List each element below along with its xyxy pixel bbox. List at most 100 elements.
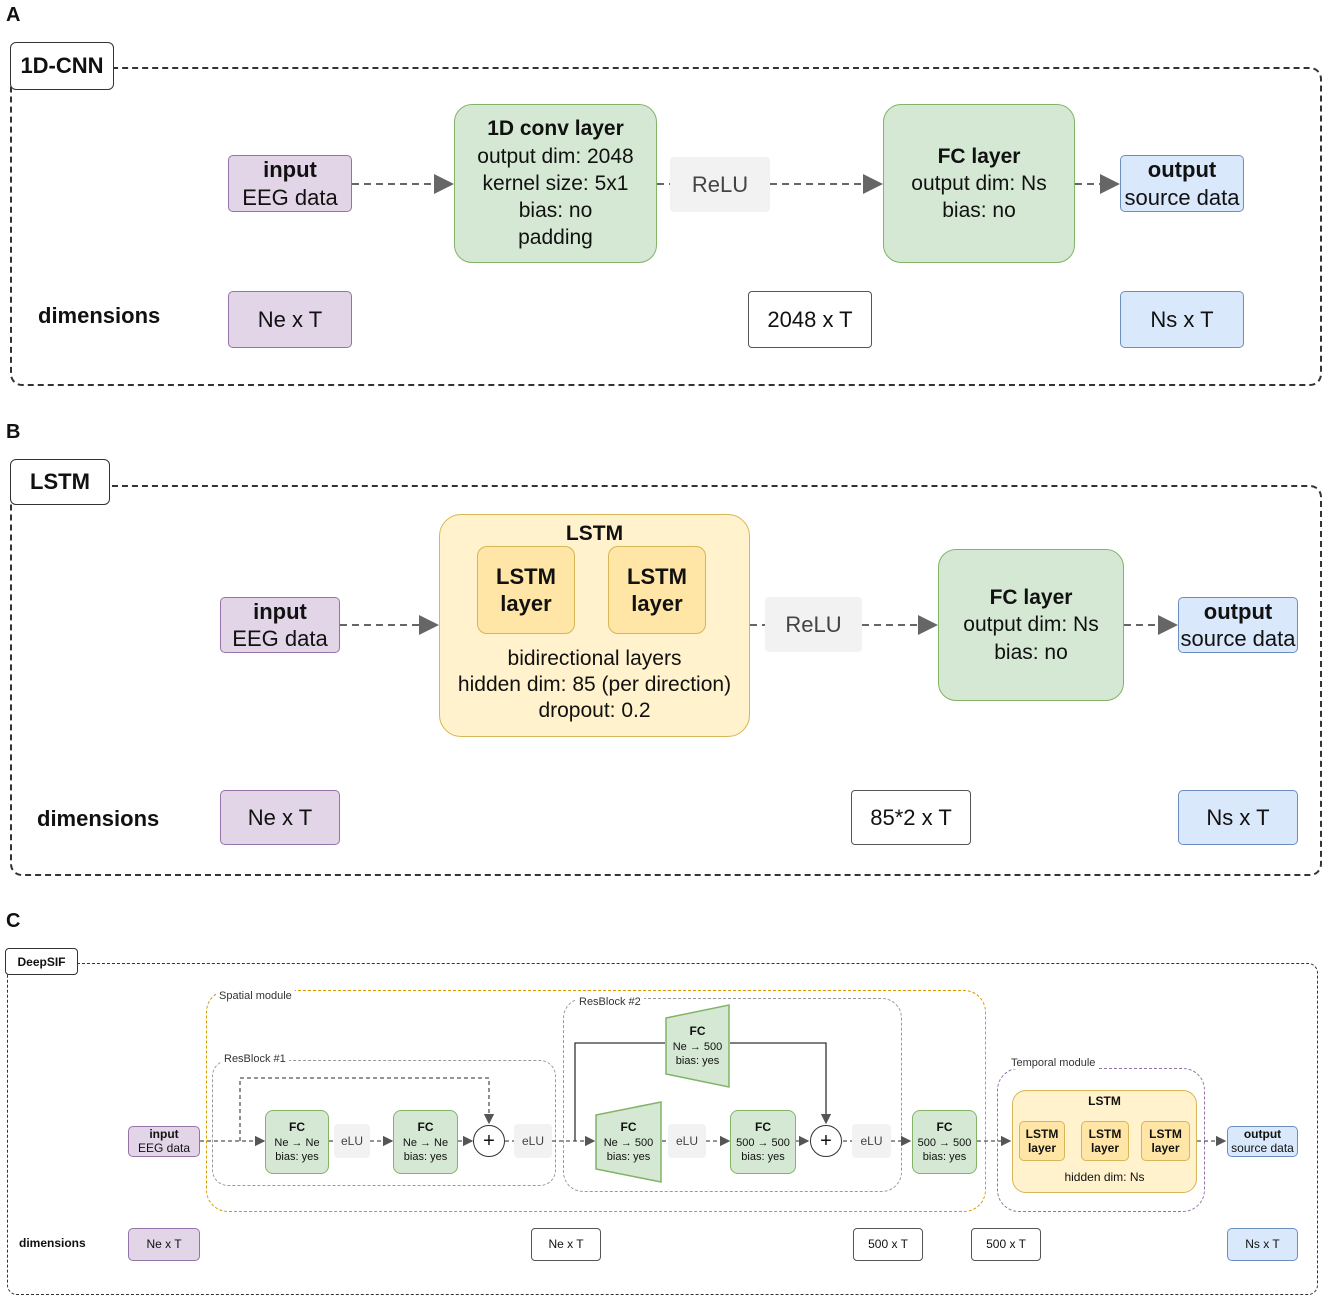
deepsif-fc4-title: FC: [755, 1119, 771, 1134]
deepsif-elu-4: eLU: [852, 1124, 891, 1158]
deepsif-elu-1: eLU: [334, 1124, 370, 1158]
cnn-conv-l3: bias: no: [518, 199, 593, 223]
cnn-conv-title: 1D conv layer: [487, 117, 624, 141]
deepsif-fc-skip-l1: Ne → 500: [672, 1040, 723, 1053]
cnn-input-title: input: [263, 157, 317, 182]
lstm-detail-3: dropout: 0.2: [538, 699, 651, 723]
cnn-conv-l4: padding: [518, 226, 593, 250]
lstm-layer-1: LSTM layer: [477, 546, 575, 634]
deepsif-dim-input: Ne x T: [128, 1228, 200, 1261]
deepsif-input-title: input: [149, 1126, 179, 1141]
cnn-fc-box: FC layer output dim: Ns bias: no: [883, 104, 1075, 263]
deepsif-lstm-title: LSTM: [1088, 1094, 1121, 1108]
cnn-output-sub: source data: [1124, 184, 1240, 210]
deepsif-fc-skip-title: FC: [689, 1023, 706, 1038]
resblock1-frame: [212, 1060, 556, 1186]
deepsif-add-2: +: [810, 1125, 842, 1157]
temporal-module-label: Temporal module: [1008, 1057, 1099, 1069]
lstm-output-title: output: [1203, 598, 1273, 624]
deepsif-output-box: output source data: [1227, 1126, 1298, 1157]
deepsif-fc3-l2: bias: yes: [606, 1150, 651, 1163]
lstm-fc-box: FC layer output dim: Ns bias: no: [938, 549, 1124, 701]
cnn-fc-l2: bias: no: [942, 199, 1016, 223]
cnn-conv-l1: output dim: 2048: [477, 144, 634, 168]
deepsif-lstm-layer-1: LSTM layer: [1019, 1121, 1065, 1161]
panel-b-frame: [10, 485, 1322, 876]
deepsif-dim-resblock1: Ne x T: [531, 1228, 601, 1261]
deepsif-output-sub: source data: [1231, 1140, 1294, 1155]
deepsif-dim-resblock2: 500 x T: [853, 1228, 923, 1261]
deepsif-dim-output: Ns x T: [1227, 1228, 1298, 1261]
lstm-dimensions-label: dimensions: [37, 806, 160, 831]
panel-a-letter: A: [6, 4, 21, 26]
deepsif-fc2: FC Ne → Ne bias: yes: [393, 1110, 458, 1174]
lstm-output-box: output source data: [1178, 597, 1298, 653]
lstm-relu: ReLU: [765, 597, 862, 652]
deepsif-fc-skip-shape: [665, 1004, 730, 1088]
panel-b-tag: LSTM: [10, 459, 110, 505]
lstm-fc-l1: output dim: Ns: [963, 613, 1099, 637]
deepsif-elu-2: eLU: [514, 1124, 552, 1158]
cnn-fc-title: FC layer: [937, 144, 1021, 168]
lstm-dim-output: Ns x T: [1178, 790, 1298, 845]
deepsif-input-box: input EEG data: [128, 1126, 200, 1157]
cnn-fc-l1: output dim: Ns: [911, 171, 1047, 195]
lstm-module-details: bidirectional layers hidden dim: 85 (per…: [439, 645, 750, 725]
deepsif-fc5-title: FC: [936, 1119, 953, 1134]
spatial-module-label: Spatial module: [216, 990, 295, 1002]
lstm-fc-l2: bias: no: [994, 640, 1068, 664]
cnn-input-box: input EEG data: [228, 155, 352, 212]
cnn-dimensions-label: dimensions: [38, 303, 161, 328]
cnn-relu: ReLU: [670, 157, 770, 212]
deepsif-fc4-l1: 500 → 500: [736, 1136, 790, 1149]
deepsif-output-title: output: [1243, 1126, 1282, 1141]
cnn-dim-hidden: 2048 x T: [748, 291, 872, 348]
resblock2-frame: [563, 998, 902, 1192]
resblock2-label: ResBlock #2: [576, 996, 644, 1008]
deepsif-fc3-title: FC: [620, 1119, 637, 1134]
deepsif-fc1-l1: Ne → Ne: [274, 1136, 320, 1149]
temporal-module-frame: [997, 1068, 1205, 1212]
lstm-dim-input: Ne x T: [220, 790, 340, 845]
cnn-conv-box: 1D conv layer output dim: 2048 kernel si…: [454, 104, 657, 263]
deepsif-fc2-l2: bias: yes: [403, 1150, 448, 1163]
panel-a-tag: 1D-CNN: [10, 42, 114, 90]
deepsif-fc-skip: FC Ne → 500 bias: yes: [665, 1004, 730, 1088]
lstm-layer-2: LSTM layer: [608, 546, 706, 634]
lstm-input-sub: EEG data: [232, 626, 328, 651]
deepsif-lstm-layer-3: LSTM layer: [1141, 1121, 1190, 1161]
deepsif-fc5-l2: bias: yes: [922, 1150, 967, 1163]
cnn-dim-output: Ns x T: [1120, 291, 1244, 348]
deepsif-fc1: FC Ne → Ne bias: yes: [265, 1110, 329, 1174]
lstm-output-sub: source data: [1180, 626, 1296, 651]
deepsif-fc4: FC 500 → 500 bias: yes: [730, 1110, 796, 1174]
deepsif-fc2-l1: Ne → Ne: [402, 1136, 449, 1149]
resblock1-label: ResBlock #1: [221, 1053, 289, 1065]
cnn-output-box: output source data: [1120, 155, 1244, 212]
lstm-dim-hidden: 85*2 x T: [851, 790, 971, 845]
lstm-input-box: input EEG data: [220, 597, 340, 653]
cnn-output-title: output: [1147, 157, 1217, 182]
deepsif-dim-spatial-out: 500 x T: [971, 1228, 1041, 1261]
deepsif-fc-skip-l2: bias: yes: [675, 1054, 720, 1067]
lstm-fc-title: FC layer: [989, 586, 1073, 610]
deepsif-input-sub: EEG data: [137, 1140, 191, 1155]
panel-c-tag: DeepSIF: [5, 948, 78, 975]
deepsif-fc3: FC Ne → 500 bias: yes: [595, 1101, 662, 1183]
deepsif-fc5-l1: 500 → 500: [917, 1136, 972, 1149]
deepsif-elu-3: eLU: [668, 1124, 706, 1158]
panel-c-letter: C: [6, 910, 21, 932]
deepsif-fc3-shape: [595, 1101, 662, 1183]
panel-c-frame: [7, 963, 1318, 1295]
cnn-input-sub: EEG data: [242, 184, 338, 210]
deepsif-fc1-title: FC: [289, 1119, 305, 1134]
deepsif-fc2-title: FC: [417, 1119, 434, 1134]
spatial-module-frame: [206, 990, 986, 1212]
deepsif-fc5: FC 500 → 500 bias: yes: [912, 1110, 977, 1174]
lstm-module-title: LSTM: [565, 522, 624, 545]
lstm-input-title: input: [253, 598, 307, 624]
deepsif-lstm-layer-2: LSTM layer: [1081, 1121, 1129, 1161]
panel-a-frame: [10, 67, 1322, 386]
cnn-dim-input: Ne x T: [228, 291, 352, 348]
deepsif-fc4-l2: bias: yes: [741, 1150, 785, 1163]
